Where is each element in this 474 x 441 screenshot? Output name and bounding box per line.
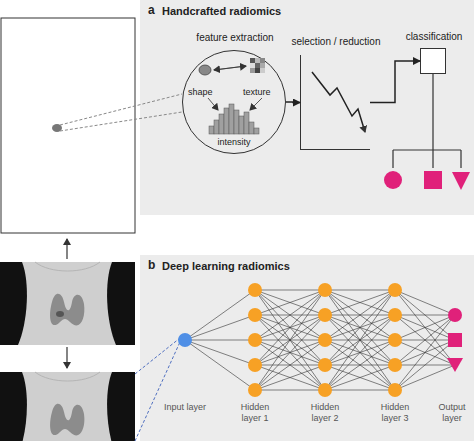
ultrasound-shadow [0,372,27,441]
output-circle [448,308,462,322]
classifier-box: classification [420,48,446,74]
ultrasound-image [0,262,135,345]
neuron [248,383,262,397]
zigzag-arrow [312,72,365,132]
neuron [248,283,262,297]
histogram-bar [234,110,239,134]
intensity-histogram [209,104,259,134]
relation-arrow [214,66,246,70]
layer-label: Hidden layer 3 [372,402,418,424]
ultrasound-bg [0,262,135,345]
histogram-bar [214,120,219,134]
neuron [388,383,402,397]
flow-arrow [286,101,300,103]
image-frame [1,18,135,233]
relation-arrow [214,66,246,70]
relation-arrow [250,98,262,110]
ultrasound-shadow [107,372,135,441]
panel: b Deep learning radiomics [140,255,474,441]
step-heading: selection / reduction [271,36,401,48]
output-square [448,333,462,347]
neuron [248,358,262,372]
texture-cell [260,63,265,68]
histogram-bar [229,104,234,134]
feature-label: intensity [183,137,285,147]
neuron [388,308,402,322]
zoom-lines [135,338,180,441]
layer-label: Hidden layer 2 [302,402,348,424]
histogram-bar [244,112,249,134]
panel-letter: a [148,4,155,18]
hidden-neurons [248,283,402,397]
class-triangle [452,172,470,190]
zoom-lines [60,94,182,131]
texture-cell [250,58,255,63]
neuron [388,358,402,372]
flow-arrow [370,61,420,103]
tree-lines [393,74,461,168]
histogram-bar [219,114,224,134]
class-circle [384,171,402,189]
panel-title: Handcrafted radiomics [162,5,281,18]
ultrasound-curve [35,372,100,381]
lesion-blob [56,311,64,317]
panel-letter: b [148,259,155,273]
panel: aHandcrafted radiomicsfeature extraction… [140,0,474,215]
histogram-bar [209,126,214,134]
neuron [318,333,332,347]
texture-cell [255,68,260,73]
neuron [248,333,262,347]
selection-chart: selection / reduction [300,55,370,150]
panel-title: Deep learning radiomics [162,260,290,273]
texture-patch [250,58,265,73]
neuron [318,358,332,372]
histogram-bar [239,116,244,134]
step-heading: classification [371,31,474,43]
output-triangle [447,358,463,372]
neuron [248,308,262,322]
texture-cell [250,68,255,73]
relation-arrow [208,98,218,110]
shape-icon [199,65,211,75]
network-links [185,290,455,390]
ultrasound-shadow [107,262,135,345]
neuron [318,383,332,397]
class-square [424,171,442,189]
texture-cell [250,63,255,68]
neuron [388,333,402,347]
ultrasound-image [0,372,135,441]
ultrasound-shadow [0,262,27,345]
feature-label: texture [243,87,271,97]
thyroid-shape [50,404,84,436]
texture-cell [255,63,260,68]
histogram-bar [249,122,254,134]
ultrasound-curve [35,262,100,271]
feature-circle: feature extractionshapetextureintensity [182,50,286,154]
feature-label: shape [188,87,213,97]
lesion-blob [52,124,62,132]
input-neuron [178,333,192,347]
neuron [388,283,402,297]
ultrasound-bg [0,372,135,441]
thyroid-shape [50,294,84,326]
flow-arrow [66,239,67,259]
layer-label: Input layer [162,402,208,413]
texture-cell [260,68,265,73]
layer-label: Output layer [429,402,474,424]
histogram-bar [254,128,259,134]
flow-arrow [66,347,67,368]
texture-cell [255,58,260,63]
histogram-bar [224,108,229,134]
texture-cell [260,58,265,63]
neuron [318,308,332,322]
neuron [318,283,332,297]
layer-label: Hidden layer 1 [232,402,278,424]
